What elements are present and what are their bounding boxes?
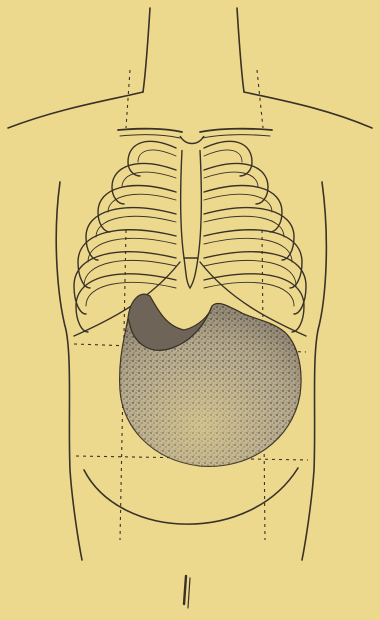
shoulder-right xyxy=(244,92,372,128)
manubrium xyxy=(180,136,204,144)
rib-inner-right-5 xyxy=(204,238,292,262)
vertical-line-left xyxy=(126,70,130,128)
navel xyxy=(184,576,190,608)
clavicle-right xyxy=(200,129,272,132)
rib-cage xyxy=(74,141,306,336)
sternum xyxy=(180,136,204,288)
neck-left xyxy=(143,8,150,92)
flank-right xyxy=(302,182,326,560)
rib-inner-right-7 xyxy=(204,282,294,306)
vertical-line-right xyxy=(257,70,263,128)
clavicles xyxy=(118,129,272,138)
flank-left xyxy=(56,182,82,560)
rib-inner-right-2 xyxy=(204,172,258,187)
reference-lines xyxy=(74,70,308,540)
rib-right-1 xyxy=(204,141,252,176)
rib-right-3 xyxy=(204,186,282,232)
body-outline xyxy=(8,8,372,560)
rib-left-3 xyxy=(98,186,176,232)
rib-inner-left-5 xyxy=(88,238,176,262)
neck-right xyxy=(237,8,244,92)
xiphoid xyxy=(184,258,198,288)
rib-left-1 xyxy=(128,141,176,176)
rib-inner-left-2 xyxy=(122,172,176,187)
rib-inner-right-1 xyxy=(204,150,242,162)
shoulder-left xyxy=(8,92,143,128)
sternum-body xyxy=(181,150,202,258)
rib-inner-left-1 xyxy=(138,150,176,162)
rib-inner-left-7 xyxy=(86,282,176,306)
clavicle-left xyxy=(118,129,182,132)
lower-abdomen-curve xyxy=(84,468,298,524)
